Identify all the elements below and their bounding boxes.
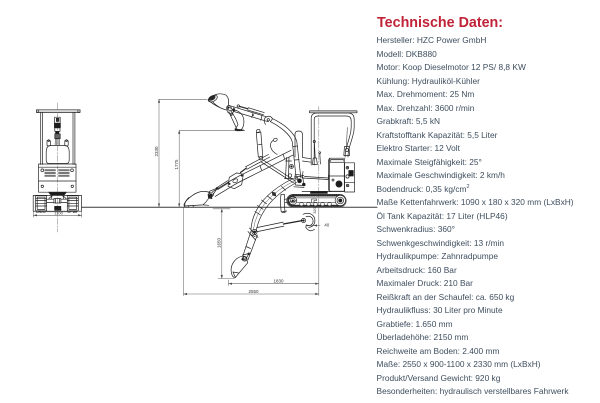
svg-text:2330: 2330 [154,146,159,157]
svg-text:900: 900 [55,207,62,212]
svg-text:1775: 1775 [174,159,179,170]
svg-text:1650: 1650 [217,237,222,248]
svg-text:320: 320 [313,207,317,213]
svg-text:1830: 1830 [274,279,285,284]
svg-text:40: 40 [324,223,330,228]
svg-text:2550: 2550 [249,289,260,294]
svg-text:1100: 1100 [54,211,63,216]
